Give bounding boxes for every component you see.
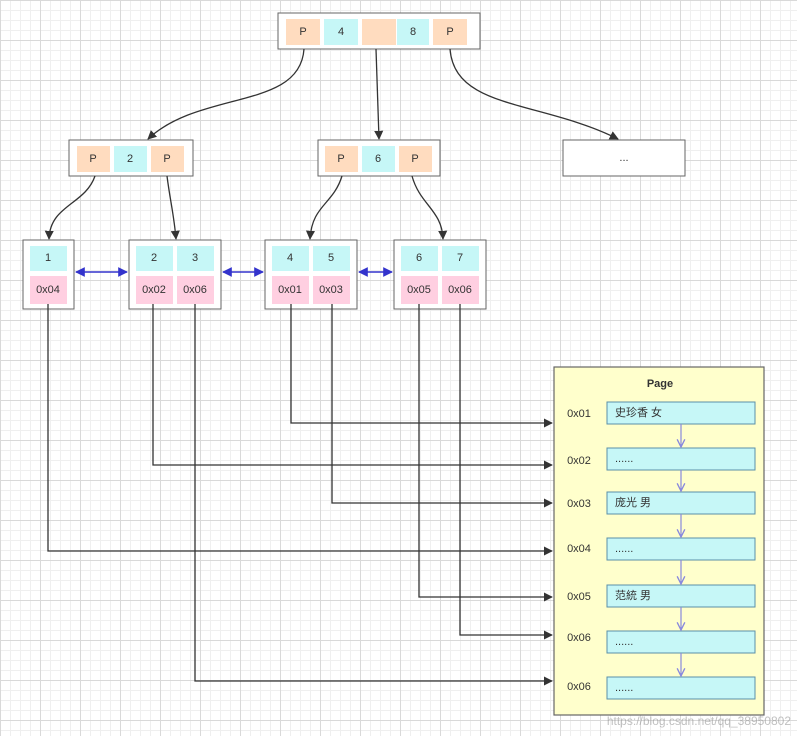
- page-row-6-addr: 0x06: [567, 632, 591, 644]
- page-row-6-value: ......: [615, 636, 633, 648]
- page-row-1-value: 史珍香 女: [615, 405, 662, 419]
- root-key-4: 4: [338, 26, 344, 38]
- page-row-7-addr: 0x06: [567, 681, 591, 693]
- watermark-text: https://blog.csdn.net/qq_38950802: [606, 714, 791, 728]
- node-left-key-2: 2: [127, 153, 133, 165]
- leaf-node-2: 2 3 0x02 0x06: [128, 239, 222, 310]
- leaf-node-4: 6 7 0x05 0x06: [393, 239, 487, 310]
- page-row-4-value: ......: [615, 543, 633, 555]
- node-middle-pointer-1: P: [337, 153, 344, 165]
- leaf-3-key-2: 5: [328, 252, 334, 264]
- leaf-2-addr-1: 0x02: [142, 284, 166, 296]
- node-left-pointer-1: P: [89, 153, 96, 165]
- leaf-1-key: 1: [45, 252, 51, 264]
- leaf-4-key-1: 6: [416, 252, 422, 264]
- node-left-pointer-2: P: [163, 153, 170, 165]
- leaf-node-3: 4 5 0x01 0x03: [264, 239, 358, 310]
- edge-middle-to-leaf-4: [411, 175, 448, 240]
- page-row-3-addr: 0x03: [567, 498, 591, 510]
- connector-0x01: [290, 304, 553, 428]
- internal-node-right: ...: [562, 139, 686, 177]
- leaf-1-addr: 0x04: [36, 284, 60, 296]
- leaf-2-key-2: 3: [192, 252, 198, 264]
- leaf-3-addr-1: 0x01: [278, 284, 302, 296]
- page-row-5-addr: 0x05: [567, 591, 591, 603]
- page-row-3-value: 庞光 男: [615, 495, 651, 509]
- connector-0x02: [152, 304, 553, 470]
- leaf-2-key-1: 2: [151, 252, 157, 264]
- root-pointer-1: P: [299, 26, 306, 38]
- page-row-4-addr: 0x04: [567, 543, 591, 555]
- root-pointer-3: P: [446, 26, 453, 38]
- edge-left-to-leaf-1: [44, 175, 96, 240]
- leaf-2-addr-2: 0x06: [183, 284, 207, 296]
- connector-0x04: [47, 304, 553, 556]
- connector-0x05: [418, 304, 553, 602]
- leaf-3-addr-2: 0x03: [319, 284, 343, 296]
- edge-middle-to-leaf-3: [305, 175, 343, 240]
- page-row-7: [606, 676, 756, 700]
- page-row-1-addr: 0x01: [567, 408, 591, 420]
- leaf-4-addr-2: 0x06: [448, 284, 472, 296]
- page-row-5-value: 范統 男: [615, 588, 651, 602]
- leaf-3-key-1: 4: [287, 252, 293, 264]
- node-middle-pointer-2: P: [411, 153, 418, 165]
- leaf-node-1: 1 0x04: [22, 239, 75, 310]
- leaf-4-addr-1: 0x05: [407, 284, 431, 296]
- internal-node-middle: P 6 P: [317, 139, 441, 177]
- page-box: Page 0x01 史珍香 女 0x02 ...... 0x03 庞光 男 0x…: [553, 366, 765, 716]
- connector-0x03: [331, 304, 553, 508]
- root-key-8: 8: [410, 26, 416, 38]
- page-row-2-addr: 0x02: [567, 455, 591, 467]
- edge-root-to-right: [449, 48, 619, 140]
- connector-0x06-a: [459, 304, 553, 640]
- internal-node-left: P 2 P: [68, 139, 194, 177]
- page-row-7-value: ......: [615, 682, 633, 694]
- page-title: Page: [647, 378, 673, 390]
- node-right-ellipsis: ...: [619, 152, 628, 164]
- leaf-4-key-2: 7: [457, 252, 463, 264]
- connector-0x06-b: [194, 304, 553, 686]
- page-row-2-value: ......: [615, 453, 633, 465]
- edge-root-to-left: [147, 48, 305, 140]
- edge-left-to-leaf-2: [166, 175, 180, 240]
- root-node: P 4 8 P: [277, 12, 481, 50]
- edge-root-to-middle: [374, 48, 384, 140]
- node-middle-key-6: 6: [375, 153, 381, 165]
